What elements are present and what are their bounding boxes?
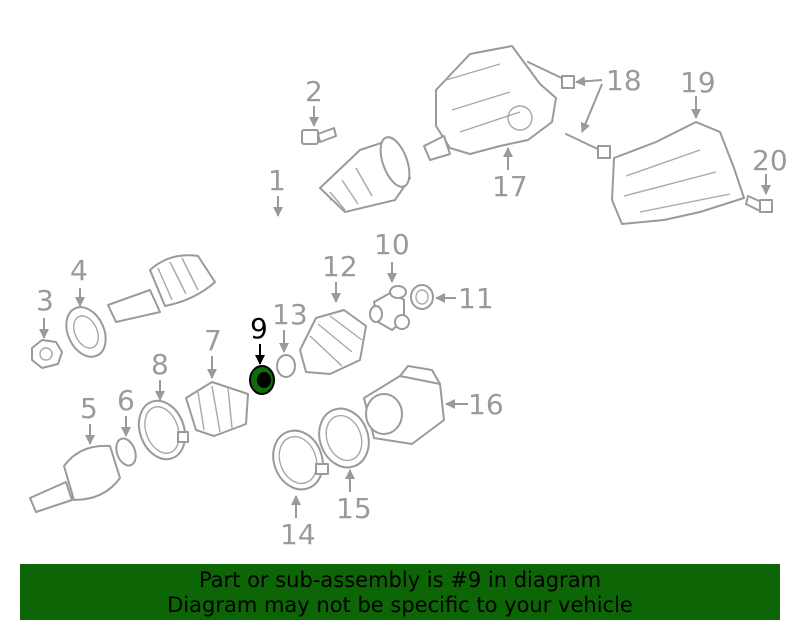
tripod-part-10 [369, 285, 410, 331]
callout-7-8: 8 [151, 348, 169, 381]
highlighted-ring-part-9 [249, 365, 275, 395]
callout-13: 13 [272, 298, 308, 331]
banner-line-part: Part or sub-assembly is #9 in diagram [198, 568, 602, 592]
drive-shaft-part [107, 136, 411, 323]
parts-diagram: 1 2 3 4 5 6 8 7 9 10 11 12 13 14 15 16 1… [29, 45, 788, 551]
callout-9-highlighted: 9 [250, 312, 268, 345]
callout-14: 14 [280, 518, 316, 551]
heat-shield-part-19 [611, 121, 745, 225]
callout-17: 17 [492, 170, 528, 203]
bolt-part-2 [301, 127, 337, 145]
callout-6: 6 [117, 384, 135, 417]
callout-15: 15 [336, 492, 372, 525]
small-clamp-part-6 [115, 437, 137, 467]
callout-18: 18 [606, 64, 642, 97]
callout-2: 2 [305, 75, 323, 108]
boot-ring-part-15 [318, 407, 370, 469]
callout-19: 19 [680, 66, 716, 99]
leader-lines [39, 76, 771, 518]
callout-20: 20 [752, 144, 788, 177]
callout-1: 1 [268, 164, 286, 197]
tone-ring-part-4 [65, 306, 107, 358]
boot-part-7 [185, 381, 249, 437]
callout-11: 11 [458, 282, 494, 315]
bolt-part-20 [745, 195, 773, 213]
callout-3: 3 [36, 284, 54, 317]
small-ring-part-13 [276, 354, 296, 378]
callout-10: 10 [374, 228, 410, 261]
callout-16: 16 [468, 388, 504, 421]
outer-cv-joint-part-5 [29, 444, 121, 513]
banner-line-disclaimer: Diagram may not be specific to your vehi… [167, 593, 633, 617]
info-banner: Part or sub-assembly is #9 in diagram Di… [20, 564, 780, 620]
callout-labels: 1 2 3 4 5 6 8 7 9 10 11 12 13 14 15 16 1… [36, 64, 788, 551]
callout-12: 12 [322, 250, 358, 283]
long-bolts-part-18 [527, 61, 611, 159]
inner-housing-part-16 [363, 365, 445, 445]
callout-4: 4 [70, 254, 88, 287]
inner-boot-part-12 [299, 309, 367, 375]
clamp-part-14 [272, 429, 329, 491]
large-clamp-part-8 [137, 399, 189, 461]
differential-part-17 [423, 45, 557, 161]
callout-5: 5 [80, 392, 98, 425]
nut-part-3 [31, 339, 63, 369]
snap-ring-part-11 [410, 284, 434, 310]
callout-7: 7 [204, 324, 222, 357]
